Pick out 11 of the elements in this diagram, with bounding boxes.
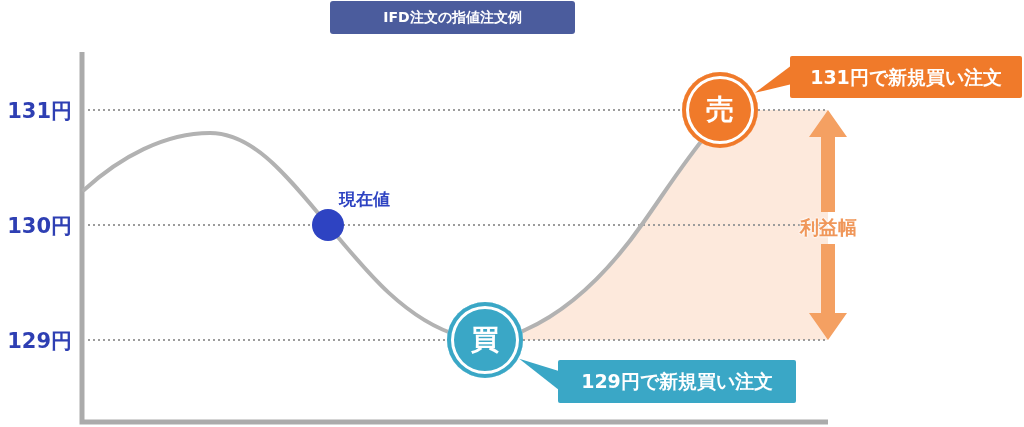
callout-pointer — [755, 66, 790, 93]
point-label: 現在値 — [339, 187, 390, 211]
sell-order-marker: 売 — [682, 72, 758, 148]
title-banner: IFD注文の指値注文例 — [330, 1, 575, 34]
callout-pointer — [519, 358, 558, 390]
axis-label: 131円 — [6, 98, 72, 125]
current-price-dot — [312, 209, 344, 241]
axis-label: 129円 — [6, 328, 72, 355]
axis-label: 130円 — [6, 213, 72, 240]
dimension-label: 利益幅 — [798, 215, 858, 240]
buy-order-marker: 買 — [447, 302, 523, 378]
